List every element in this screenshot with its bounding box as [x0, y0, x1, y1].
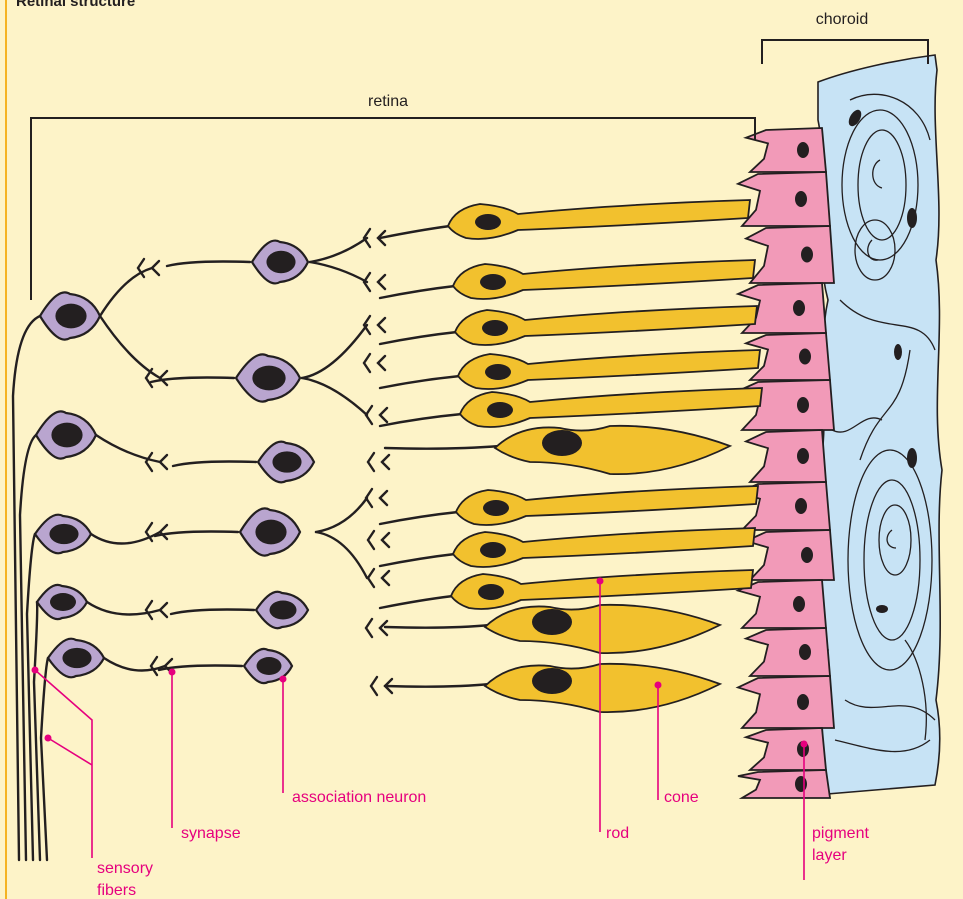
cone-cell [385, 605, 720, 653]
pigment-cell [746, 628, 830, 676]
cone-cell [385, 426, 730, 474]
choroid-label: choroid [816, 11, 868, 28]
association-neuron-cell [258, 442, 314, 483]
rod-cell [380, 306, 757, 345]
synapse-label: synapse [181, 825, 241, 842]
rod-cell [380, 350, 760, 389]
rod-label: rod [606, 825, 629, 842]
sensory-fibers-leader [32, 667, 93, 859]
sensory-fibers-label: sensory fibers [97, 860, 157, 899]
pigment-layer-label: pigment layer [812, 825, 873, 864]
sensory-neuron-cell [37, 585, 87, 619]
pigment-cell [738, 676, 834, 728]
association-neuron-cell [252, 241, 308, 284]
sensory-neuron-cell [40, 292, 100, 339]
synapse-leader [169, 669, 176, 829]
association-neuron-leader [280, 676, 287, 794]
association-neuron-cell [256, 592, 308, 628]
rod-cell [380, 260, 755, 299]
pigment-cell [746, 128, 826, 172]
association-neuron-layer [151, 229, 392, 695]
rod-cell [380, 570, 753, 609]
sensory-fiber [34, 602, 40, 860]
sensory-fiber [13, 316, 40, 860]
pigment-cell [738, 172, 830, 226]
rod-cell [380, 388, 762, 427]
pigment-layer [738, 128, 834, 798]
association-neuron-cell [236, 354, 300, 401]
rod-cell [380, 528, 755, 567]
cone-label: cone [664, 789, 699, 806]
pigment-cell [746, 530, 834, 580]
photoreceptor-layer [380, 200, 762, 712]
pigment-cell [746, 728, 826, 770]
sensory-neuron-cell [35, 515, 91, 554]
sensory-neuron-cell [36, 411, 96, 458]
rod-cell [380, 486, 758, 525]
rod-cell [380, 200, 750, 239]
association-neuron-cell [240, 508, 300, 555]
sensory-neuron-cell [48, 639, 104, 678]
pigment-cell [746, 226, 834, 283]
pigment-cell [738, 770, 830, 798]
choroid-bracket: choroid [762, 11, 928, 64]
cone-cell [385, 664, 720, 712]
pigment-cell [746, 430, 826, 482]
sensory-fiber [41, 658, 48, 860]
retina-label: retina [368, 93, 408, 110]
association-neuron-label: association neuron [292, 789, 426, 806]
